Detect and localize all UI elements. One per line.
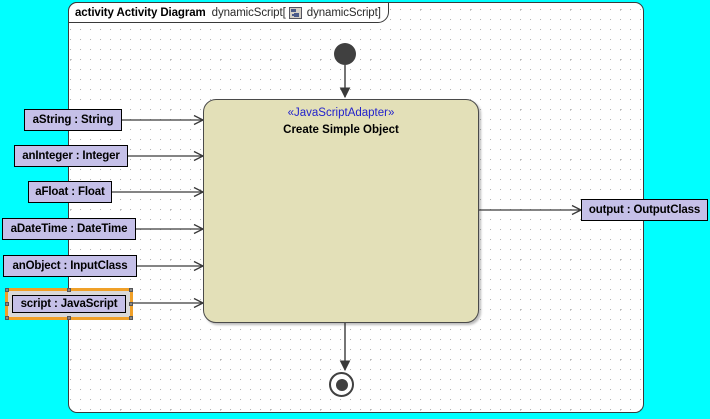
- resize-handle-nw[interactable]: [5, 288, 9, 292]
- resize-handle-s[interactable]: [67, 316, 71, 320]
- activity-final-node[interactable]: [329, 372, 354, 397]
- resize-handle-ne[interactable]: [129, 288, 133, 292]
- input-pin-script[interactable]: script : JavaScript: [12, 295, 126, 313]
- diagram-frame-header[interactable]: activity Activity Diagram dynamicScript …: [68, 2, 389, 23]
- resize-handle-e[interactable]: [129, 302, 133, 306]
- input-pin-afloat[interactable]: aFloat : Float: [28, 181, 112, 203]
- resize-handle-w[interactable]: [5, 302, 9, 306]
- frame-bracket-open: [: [282, 6, 286, 19]
- activity-diagram-icon: [288, 6, 302, 19]
- activity-stereotype: «JavaScriptAdapter»: [287, 107, 395, 119]
- input-pin-astring[interactable]: aString : String: [24, 109, 122, 131]
- resize-handle-se[interactable]: [129, 316, 133, 320]
- input-pin-aninteger[interactable]: anInteger : Integer: [14, 145, 128, 167]
- canvas-left-margin: [0, 0, 68, 419]
- output-pin-output[interactable]: output : OutputClass: [581, 199, 708, 221]
- frame-name-label: dynamicScript: [211, 6, 283, 19]
- resize-handle-n[interactable]: [67, 288, 71, 292]
- resize-handle-sw[interactable]: [5, 316, 9, 320]
- activity-title: Create Simple Object: [283, 124, 399, 136]
- selection-frame-script-pin[interactable]: script : JavaScript: [5, 288, 133, 320]
- frame-kind-label: activity Activity Diagram: [75, 6, 206, 19]
- activity-node-create-simple-object[interactable]: «JavaScriptAdapter» Create Simple Object: [203, 99, 479, 323]
- frame-parameter-label: dynamicScript: [306, 6, 378, 19]
- input-pin-adatetime[interactable]: aDateTime : DateTime: [2, 218, 136, 240]
- input-pin-anobject[interactable]: anObject : InputClass: [3, 255, 137, 277]
- frame-bracket-close: ]: [377, 6, 381, 19]
- initial-node[interactable]: [334, 43, 356, 65]
